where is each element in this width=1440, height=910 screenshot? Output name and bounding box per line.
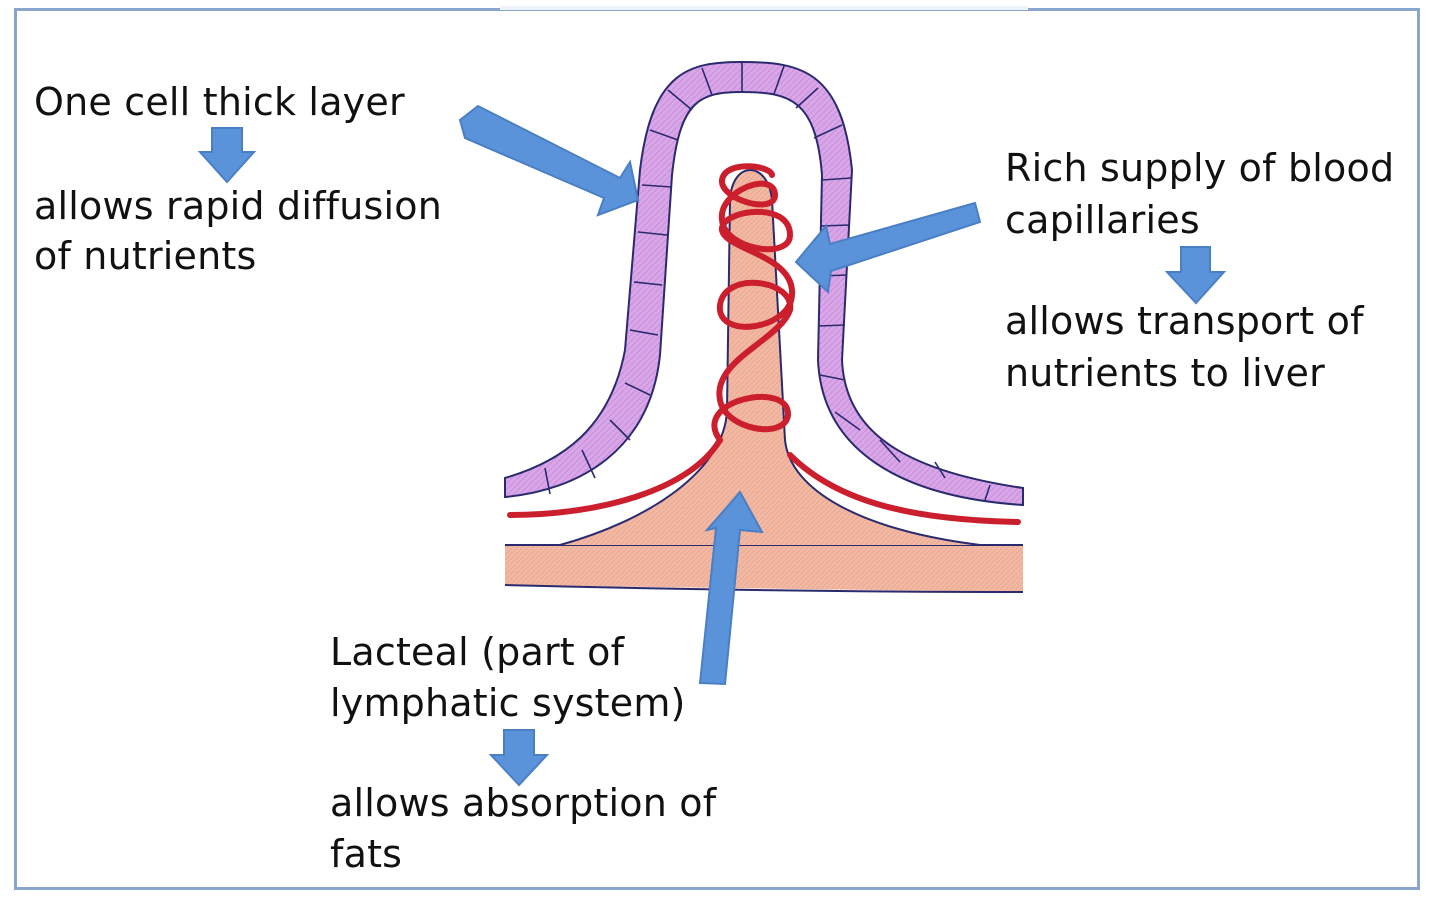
lacteal-outline-left [559,169,773,546]
capillaries-feature-line1: Rich supply of blood [1005,146,1395,190]
arrow-to-lacteal [698,490,764,686]
lacteal-outline-right [771,199,981,546]
blood-capillaries [507,163,1021,525]
lacteal-feature-line1: Lacteal (part of [330,630,625,674]
capillaries-benefit-line2: nutrients to liver [1005,351,1325,395]
down-arrow-epithelium [197,127,257,184]
submucosa-bottom-line [504,584,1024,593]
cell-borders [544,62,991,501]
frame-highlight [500,6,1028,10]
arrow-to-capillaries [794,201,982,295]
capillaries-benefit-line1: allows transport of [1005,299,1364,343]
epithelium-benefit-line1: allows rapid diffusion [34,184,443,228]
lacteal-benefit-line1: allows absorption of [330,781,717,825]
lacteal [560,170,980,545]
lacteal-feature-line2: lymphatic system) [330,681,686,725]
arrow-to-epithelium [458,104,640,217]
epithelium-benefit-line2: of nutrients [34,234,257,278]
down-arrow-lacteal [488,729,550,787]
down-arrow-capillaries [1164,246,1227,305]
epithelium-feature-label: One cell thick layer [34,80,405,124]
epithelial-layer [504,60,1024,507]
submucosa-layer [505,545,1023,592]
capillaries-feature-line2: capillaries [1005,198,1200,242]
lacteal-benefit-line2: fats [330,832,403,876]
